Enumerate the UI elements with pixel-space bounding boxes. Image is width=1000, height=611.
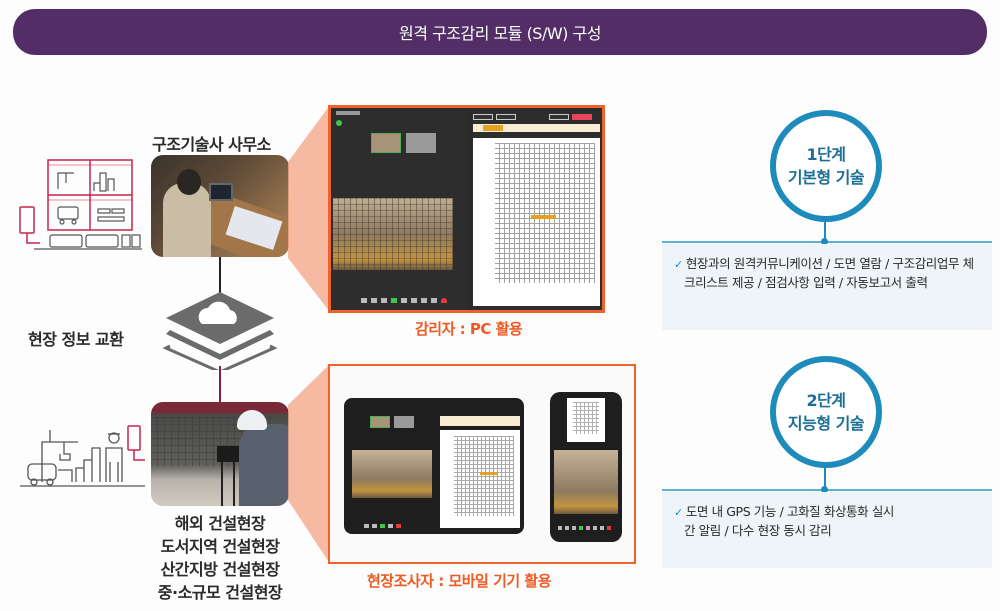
office-label: 구조기술사 사무소 — [152, 135, 271, 154]
video-call-panel — [331, 108, 469, 310]
cloud-layers-icon — [162, 292, 278, 370]
connector-line-top — [219, 257, 221, 293]
phone-screen — [550, 392, 622, 542]
page-title: 원격 구조감리 모듈 (S/W) 구성 — [399, 24, 601, 43]
phone-toolbar — [558, 526, 611, 530]
tablet-info-bar — [440, 416, 520, 426]
participant-thumbnail — [370, 416, 390, 428]
stage-1-dot — [821, 238, 828, 245]
stage-2-number: 2단계 — [806, 390, 846, 410]
stage-1-number: 1단계 — [806, 144, 846, 164]
drawing-toolbar — [473, 114, 592, 120]
mobile-devices — [328, 364, 636, 564]
toolbar-button[interactable] — [549, 114, 569, 120]
camera-icon[interactable] — [371, 298, 377, 303]
app-logo — [336, 111, 360, 115]
call-toolbar — [361, 298, 447, 303]
stage-1-title: 기본형 기술 — [787, 168, 865, 187]
site-label-island: 도서지역 건설현장 — [160, 537, 280, 556]
hangup-icon[interactable] — [441, 298, 447, 303]
site-label-small: 중·소규모 건설현장 — [157, 583, 283, 602]
site-label-mountain: 산간지방 건설현장 — [160, 560, 280, 579]
connector-line-bottom — [219, 366, 221, 402]
share-icon[interactable] — [391, 298, 397, 303]
phone-floor-plan — [567, 398, 605, 442]
stage-1-description-box: ✓현장과의 원격커뮤니케이션 / 도면 열람 / 구조감리업무 체크리스트 제공… — [662, 244, 992, 330]
stage-2-title: 지능형 기술 — [787, 414, 865, 433]
office-monitoring-icon — [19, 159, 142, 250]
pc-caption: 감리자 : PC 활용 — [415, 320, 523, 338]
tablet-toolbar — [364, 524, 401, 528]
stage-2-stem — [824, 468, 826, 488]
toolbar-button[interactable] — [473, 114, 493, 120]
participant-thumbnail[interactable] — [406, 133, 436, 153]
phone-video — [554, 450, 618, 514]
drawing-panel — [471, 108, 602, 310]
chat-icon[interactable] — [401, 298, 407, 303]
stage-2-description-box: ✓도면 내 GPS 기능 / 고화질 화상통화 실시간 알림 / 다수 현장 동… — [662, 492, 992, 568]
more-icon[interactable] — [431, 298, 437, 303]
toolbar-button[interactable] — [496, 114, 516, 120]
tablet-screen — [344, 398, 524, 534]
stage-2-dot — [821, 486, 828, 493]
stage-2-circle: 2단계 지능형 기술 — [770, 356, 882, 468]
mobile-caption: 현장조사자 : 모바일 기기 활용 — [367, 572, 552, 590]
stage-1-stem — [824, 222, 826, 240]
zoom-wedges — [288, 105, 330, 564]
record-icon[interactable] — [411, 298, 417, 303]
drawing-info-bar — [473, 124, 600, 132]
main-video — [333, 198, 453, 270]
tripod — [221, 452, 235, 506]
exchange-label: 현장 정보 교환 — [28, 330, 124, 349]
status-icon — [336, 120, 342, 126]
end-button[interactable] — [572, 114, 592, 120]
site-label-overseas: 해외 건설현장 — [174, 514, 266, 533]
engineer — [163, 183, 211, 257]
construction-site-icon — [20, 425, 145, 487]
stage-1-circle: 1단계 기본형 기술 — [770, 110, 882, 222]
pc-screen — [328, 105, 605, 313]
participants-icon[interactable] — [381, 298, 387, 303]
camera — [217, 446, 239, 462]
site-photo — [151, 402, 289, 506]
site-list: 해외 건설현장 도서지역 건설현장 산간지방 건설현장 중·소규모 건설현장 — [150, 512, 290, 604]
check-icon: ✓ — [674, 506, 683, 519]
settings-icon[interactable] — [421, 298, 427, 303]
tablet-video — [352, 450, 432, 498]
stage-2-description: 도면 내 GPS 기능 / 고화질 화상통화 실시간 알림 / 다수 현장 동시… — [684, 504, 895, 539]
gps-marker — [480, 472, 498, 475]
office-photo — [151, 155, 289, 257]
floor-plan[interactable] — [473, 138, 600, 306]
site-inspector — [239, 424, 289, 506]
participant-thumbnail — [394, 416, 414, 428]
participant-thumbnail[interactable] — [371, 133, 401, 153]
check-icon: ✓ — [674, 258, 683, 271]
helmet — [237, 410, 267, 430]
gps-marker — [531, 215, 556, 219]
engineer-head — [177, 169, 201, 195]
tablet-floor-plan — [440, 430, 520, 528]
mic-icon[interactable] — [361, 298, 367, 303]
stage-1-description: 현장과의 원격커뮤니케이션 / 도면 열람 / 구조감리업무 체크리스트 제공 … — [684, 256, 974, 291]
laptop — [209, 183, 233, 201]
title-banner: 원격 구조감리 모듈 (S/W) 구성 — [13, 9, 987, 55]
